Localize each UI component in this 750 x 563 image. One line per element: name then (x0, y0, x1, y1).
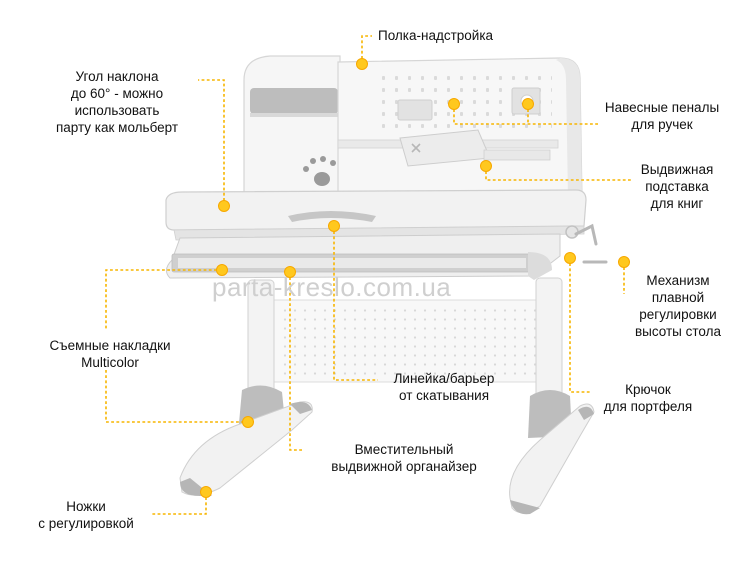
marker-tilt (218, 200, 230, 212)
label-line: выдвижной органайзер (331, 459, 477, 474)
marker-covers (216, 264, 228, 276)
label-line: для портфеля (603, 399, 693, 414)
label-covers: Съемные накладки Multicolor (32, 337, 188, 371)
label-line: для ручек (631, 117, 693, 132)
callout-markers (200, 58, 630, 498)
marker-organizer (284, 266, 296, 278)
label-line: регулировки (639, 307, 717, 322)
height-crank (565, 223, 608, 264)
label-line: плавной (651, 290, 705, 305)
left-shelf-cabinet (243, 55, 341, 201)
marker-pencil-1 (448, 98, 460, 110)
label-line: Съемные накладки (49, 338, 171, 353)
label-line: высоты стола (634, 324, 721, 339)
label-bookstand: Выдвижная подставка для книг (632, 161, 722, 212)
label-line: Multicolor (81, 355, 139, 370)
marker-hook (564, 252, 576, 264)
label-line: от скатывания (398, 388, 490, 403)
label-line: Крючок (625, 382, 671, 397)
marker-bookstand (480, 160, 492, 172)
label-line: Угол наклона (75, 69, 159, 84)
label-line: Ножки (66, 499, 106, 514)
paw-print-icon (303, 156, 336, 186)
label-organizer: Вместительный выдвижной органайзер (306, 441, 502, 475)
label-tilt: Угол наклона до 60° - можно использовать… (36, 68, 198, 136)
label-ruler: Линейка/барьер от скатывания (380, 370, 508, 404)
label-line: парту как мольберт (55, 120, 179, 135)
marker-shelf (356, 58, 368, 70)
label-line: использовать (74, 103, 160, 118)
marker-leg-cover (242, 416, 254, 428)
book-stand (399, 129, 551, 167)
label-line: Навесные пеналы (604, 100, 720, 115)
label-line: для книг (650, 196, 704, 211)
modesty-panel (273, 299, 547, 383)
label-hook: Крючок для портфеля (590, 381, 706, 415)
left-leg (179, 279, 313, 496)
label-line: до 60° - можно (70, 86, 164, 101)
label-line: Линейка/барьер (393, 371, 495, 386)
label-line: Механизм (646, 273, 710, 288)
label-line: Выдвижная (640, 162, 714, 177)
drawer-organizer (166, 233, 561, 280)
label-line: Вместительный (354, 442, 454, 457)
marker-legs (200, 486, 212, 498)
right-leg (509, 277, 595, 515)
label-line: с регулировкой (38, 516, 134, 531)
marker-mechanism (618, 256, 630, 268)
label-shelf-text: Полка-надстройка (378, 28, 494, 43)
label-pencil-holders: Навесные пеналы для ручек (596, 99, 728, 133)
label-line: подставка (645, 179, 709, 194)
marker-ruler (328, 220, 340, 232)
marker-pencil-2 (522, 98, 534, 110)
label-legs: Ножки с регулировкой (22, 498, 150, 532)
label-shelf: Полка-надстройка (378, 27, 493, 44)
label-mechanism: Механизм плавной регулировки высоты стол… (622, 272, 734, 340)
watermark: parta-kreslo.com.ua (212, 272, 452, 302)
